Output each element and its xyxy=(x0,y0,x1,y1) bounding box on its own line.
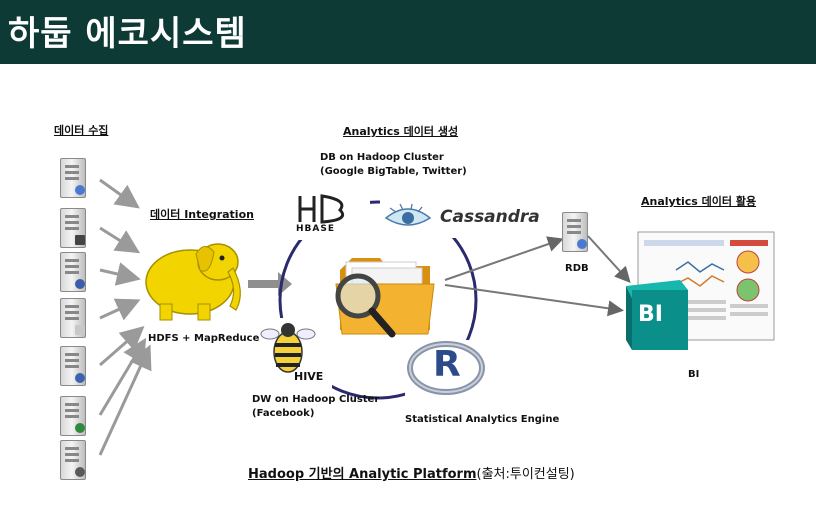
dw-label-1: DW on Hadoop Cluster xyxy=(252,394,380,405)
r-logo-icon xyxy=(407,341,485,395)
server-icon xyxy=(60,298,86,338)
analytics-circle xyxy=(278,200,478,400)
rdb-server-icon xyxy=(562,212,588,252)
footer-main-text: Hadoop 기반의 Analytic Platform xyxy=(248,467,477,482)
cassandra-eye-icon xyxy=(384,203,432,226)
server-icon xyxy=(60,346,86,386)
hbase-logo-icon xyxy=(298,194,345,224)
integration-title: 데이터 Integration xyxy=(150,208,254,221)
footer-source-text: (출처:투이컨설팅) xyxy=(476,467,575,482)
hbase-logo-text: HBASE xyxy=(296,224,335,234)
page-title: 하둡 에코시스템 xyxy=(8,14,247,54)
bi-cube-icon xyxy=(626,280,688,350)
bi-arrow xyxy=(444,284,624,317)
server-icon xyxy=(60,252,86,292)
r-logo-text: R xyxy=(433,344,461,385)
hive-bee-icon xyxy=(260,323,316,373)
collect-title: 데이터 수집 xyxy=(54,124,109,137)
hdfs-label: HDFS + MapReduce xyxy=(148,333,260,344)
db-label-2: (Google BigTable, Twitter) xyxy=(320,166,467,177)
bi-label: BI xyxy=(688,369,700,380)
server-icon xyxy=(60,158,86,198)
db-label-1: DB on Hadoop Cluster xyxy=(320,152,444,163)
hadoop-elephant-icon xyxy=(145,243,241,321)
server-icon xyxy=(60,396,86,436)
dw-label-2: (Facebook) xyxy=(252,408,315,419)
folder-search-icon xyxy=(335,258,435,338)
bi-logo-text: BI xyxy=(638,302,663,327)
collect-arrows xyxy=(98,178,152,456)
footer-caption: Hadoop 기반의 Analytic Platform(출처:투이컨설팅) xyxy=(248,463,575,482)
header-bar: 하둡 에코시스템 xyxy=(0,0,816,64)
generate-title: Analytics 데이터 생성 xyxy=(343,125,459,138)
integration-arrow xyxy=(248,272,292,296)
stat-engine-label: Statistical Analytics Engine xyxy=(405,414,560,425)
use-title: Analytics 데이터 활용 xyxy=(641,195,757,208)
rdb-label: RDB xyxy=(565,263,589,274)
server-icon xyxy=(60,208,86,248)
rdb-arrow xyxy=(444,236,564,281)
cassandra-logo-text: Cassandra xyxy=(440,207,540,227)
rdb-bi-arrow xyxy=(587,235,631,283)
server-icon xyxy=(60,440,86,480)
hive-logo-text: HIVE xyxy=(294,370,324,383)
